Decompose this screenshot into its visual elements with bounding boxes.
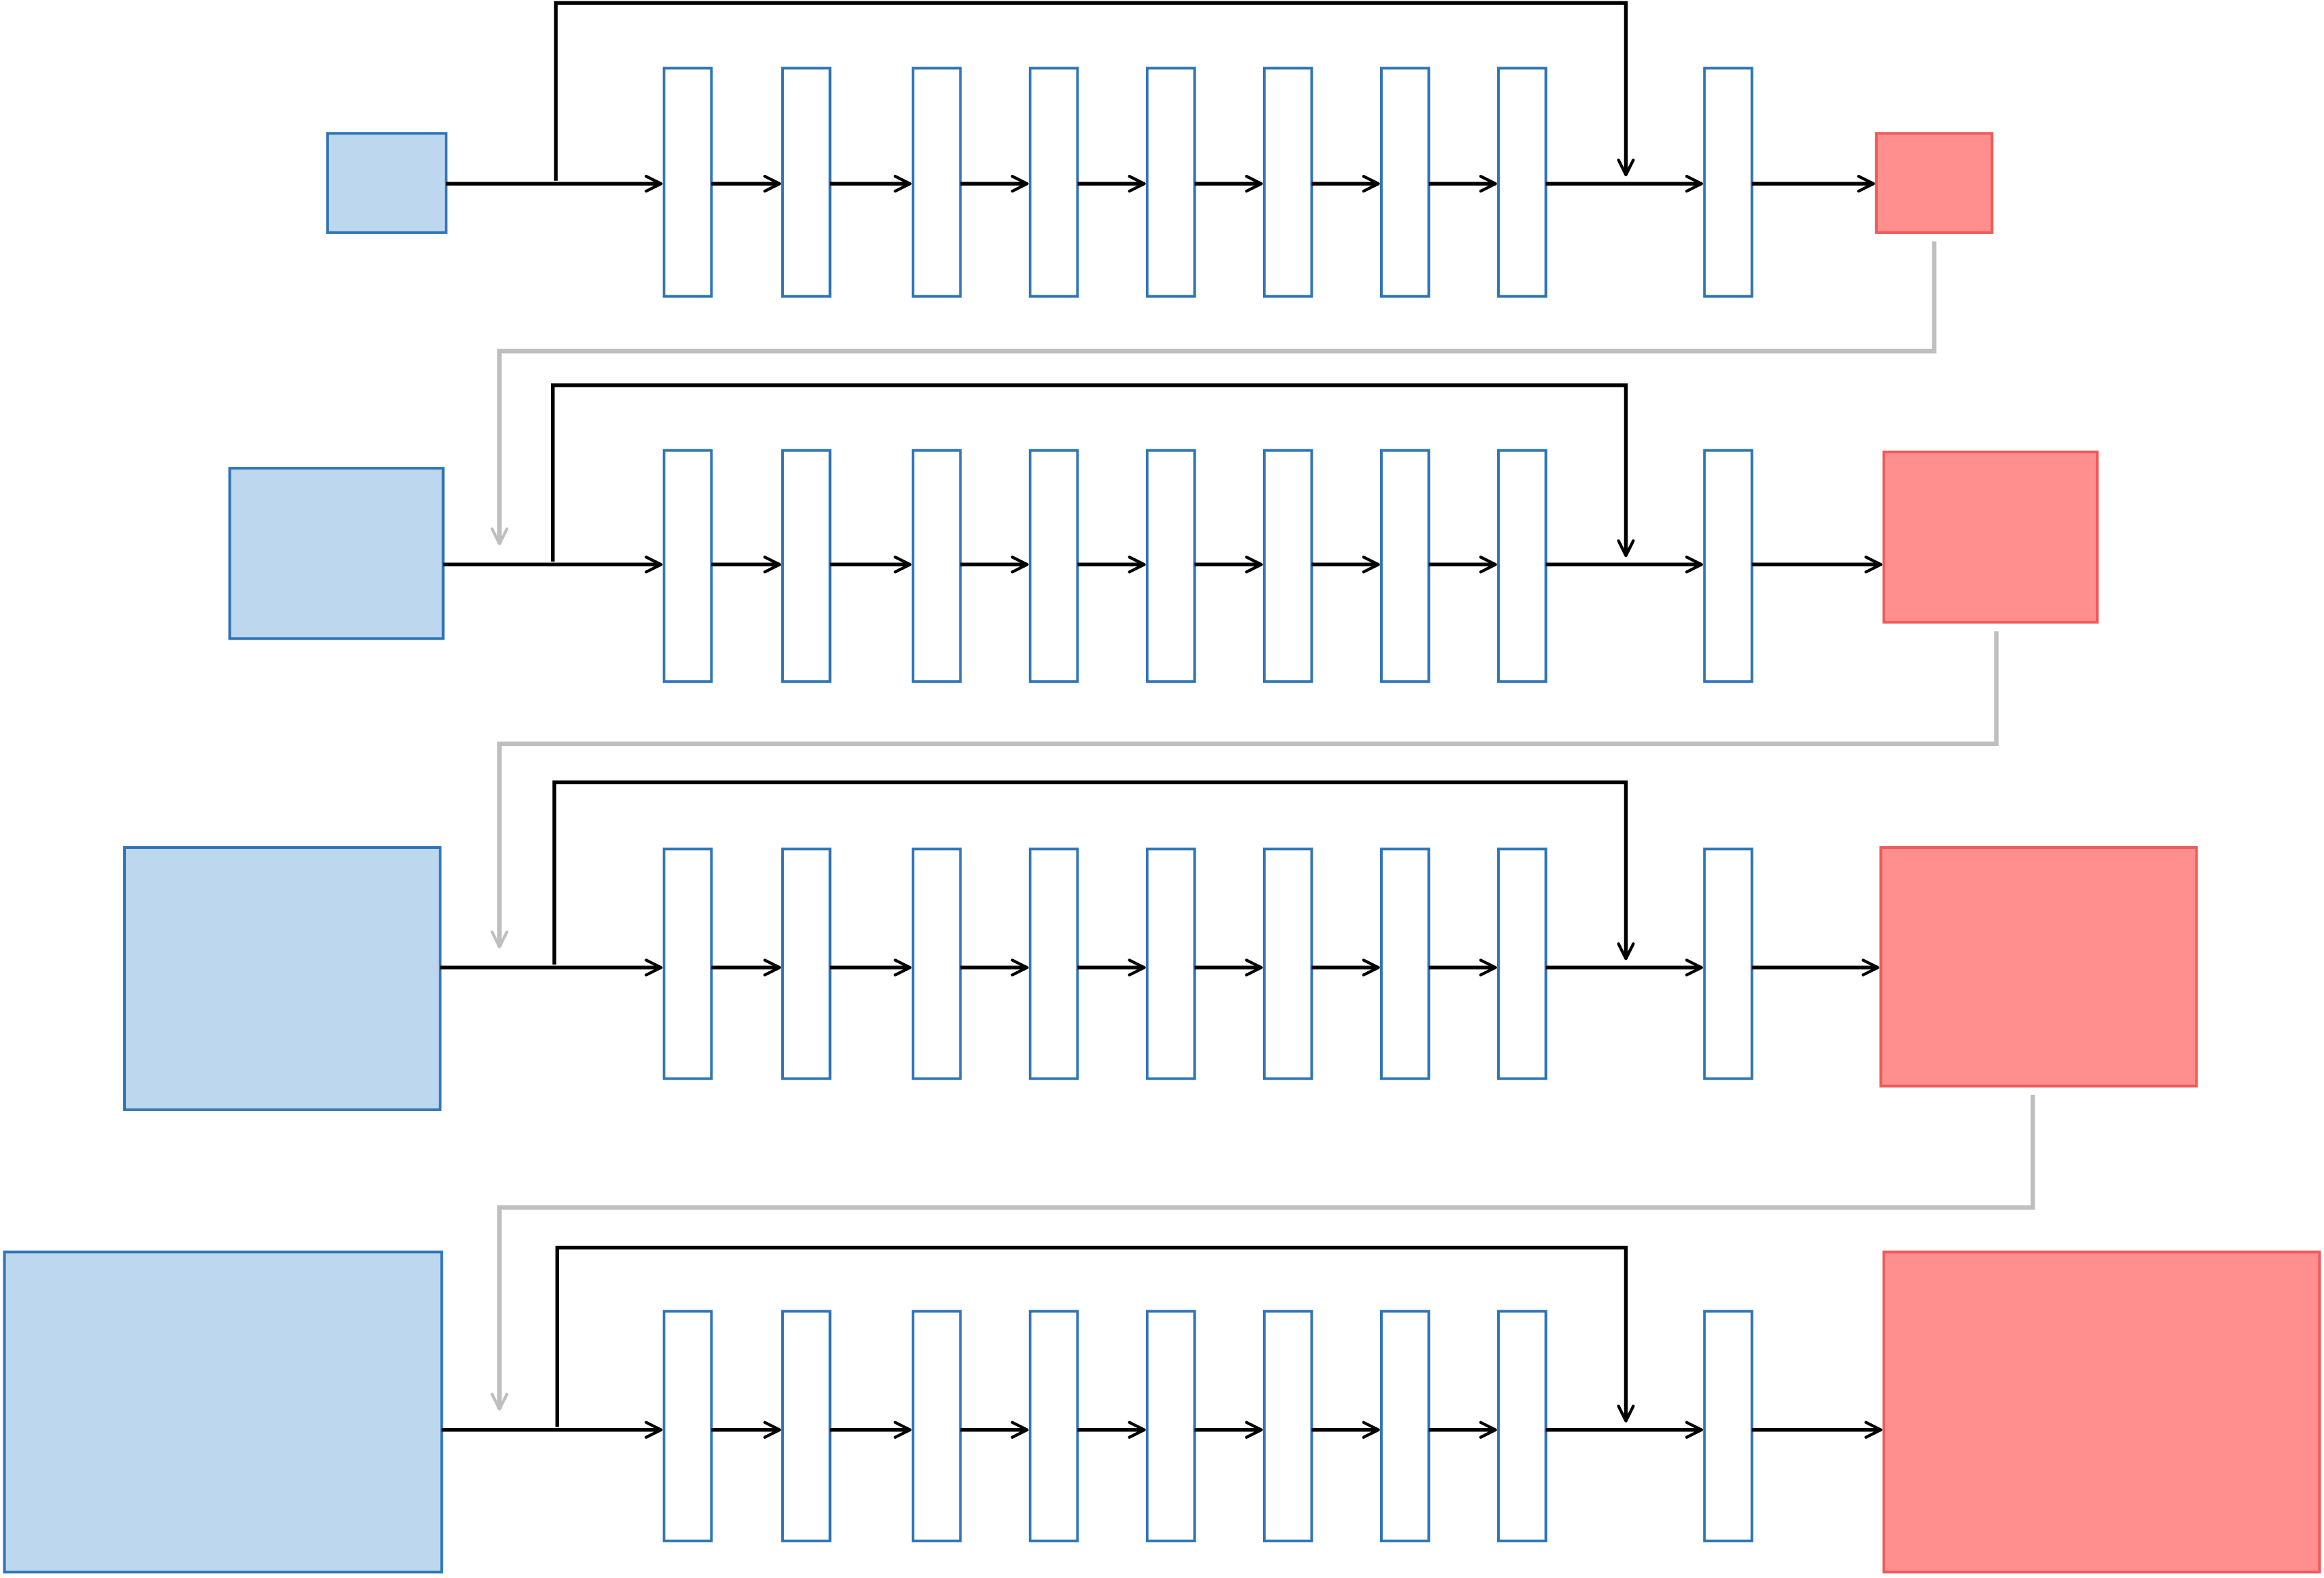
layer-block: [913, 849, 960, 1078]
layer-block: [1381, 451, 1428, 682]
layer-block: [913, 451, 960, 682]
layer-block: [1264, 849, 1311, 1078]
stage-connector-1-to-2: [491, 241, 1936, 546]
layer-block: [664, 1311, 711, 1540]
stage-4: [5, 1246, 2320, 1572]
stage-connectors-group: [491, 241, 2035, 1411]
layer-block: [664, 68, 711, 296]
layer-block: [1498, 1311, 1546, 1540]
layer-block: [1030, 1311, 1077, 1540]
layer-block: [783, 451, 830, 682]
input-feature-box: [5, 1252, 442, 1572]
layer-block: [1381, 1311, 1428, 1540]
layer-block: [1704, 849, 1751, 1078]
skip-connection: [552, 780, 1635, 965]
layer-block: [783, 68, 830, 296]
layer-block: [1030, 68, 1077, 296]
layer-block: [1264, 68, 1311, 296]
skip-connection: [550, 383, 1635, 562]
layer-block: [1704, 68, 1751, 296]
layer-block: [783, 1311, 830, 1540]
stage-3: [124, 780, 2197, 1110]
skip-connection: [554, 1, 1635, 181]
layer-block: [1381, 849, 1428, 1078]
input-feature-box: [124, 848, 440, 1110]
stages-group: [5, 1, 2320, 1572]
layer-block: [1381, 68, 1428, 296]
layer-block: [1264, 1311, 1311, 1540]
layer-block: [913, 68, 960, 296]
layer-block: [913, 1311, 960, 1540]
output-feature-box: [1881, 848, 2196, 1086]
stage-2: [229, 383, 2097, 682]
skip-connection: [555, 1246, 1635, 1427]
output-feature-box: [1877, 133, 1992, 233]
layer-block: [1147, 68, 1194, 296]
layer-block: [1498, 849, 1546, 1078]
layer-block: [1498, 68, 1546, 296]
layer-block: [1498, 451, 1546, 682]
layer-block: [664, 451, 711, 682]
input-feature-box: [229, 468, 443, 638]
layer-block: [1030, 451, 1077, 682]
layer-block: [783, 849, 830, 1078]
layer-block: [1030, 849, 1077, 1078]
output-feature-box: [1884, 1252, 2320, 1572]
layer-block: [1264, 451, 1311, 682]
layer-block: [1704, 1311, 1751, 1540]
layer-block: [1147, 1311, 1194, 1540]
input-feature-box: [328, 133, 446, 233]
layer-block: [1147, 849, 1194, 1078]
layer-block: [1147, 451, 1194, 682]
stage-connector-2-to-3: [491, 631, 1999, 948]
stage-connector-3-to-4: [491, 1094, 2035, 1411]
output-feature-box: [1884, 452, 2097, 622]
layer-block: [664, 849, 711, 1078]
stage-1: [328, 1, 1992, 296]
layer-block: [1704, 451, 1751, 682]
